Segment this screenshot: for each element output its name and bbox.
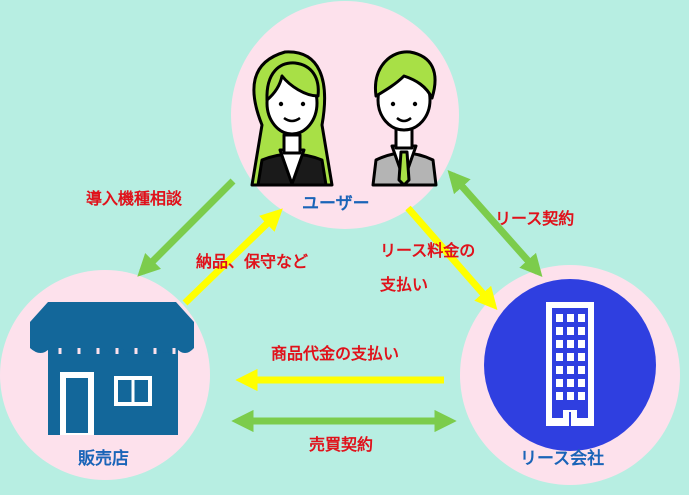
building-window <box>567 366 574 374</box>
building-window <box>567 314 574 322</box>
lease-contract-arrow <box>447 169 543 278</box>
lease-fee-label-line2: 支払い <box>380 275 429 294</box>
consultation-label: 導入機種相談 <box>86 189 183 208</box>
delivery-arrow <box>182 208 283 306</box>
building-window <box>556 366 563 374</box>
building-window <box>556 353 563 361</box>
building-window <box>578 340 585 348</box>
lease-fee-label-line1: リース料金の <box>380 241 476 260</box>
building-window <box>567 353 574 361</box>
lease-contract-label: リース契約 <box>495 209 575 228</box>
male-user-icon <box>371 50 438 187</box>
consultation-arrow <box>137 178 236 277</box>
shop-node-label: 販売店 <box>78 449 129 469</box>
shop-storefront-icon <box>30 302 194 435</box>
building-window <box>578 392 585 400</box>
building-window <box>578 379 585 387</box>
building-window <box>578 353 585 361</box>
user-node-label: ユーザー <box>302 194 370 214</box>
product-payment-label: 商品代金の支払い <box>271 344 400 363</box>
building-window <box>578 366 585 374</box>
building-window <box>556 379 563 387</box>
lease-fee-arrow <box>405 205 498 311</box>
building-window <box>567 379 574 387</box>
building-window <box>556 392 563 400</box>
sales-contract-label: 売買契約 <box>309 435 374 454</box>
office-building-icon <box>484 279 656 451</box>
female-user-icon <box>250 50 334 187</box>
building-window <box>556 314 563 322</box>
delivery-label: 納品、保守など <box>196 252 309 271</box>
building-window <box>567 327 574 335</box>
building-window <box>567 340 574 348</box>
lease-company-node-label: リース会社 <box>520 449 605 469</box>
building-window <box>567 392 574 400</box>
building-window <box>578 314 585 322</box>
building-window <box>556 340 563 348</box>
building-window <box>556 327 563 335</box>
building-window <box>578 327 585 335</box>
